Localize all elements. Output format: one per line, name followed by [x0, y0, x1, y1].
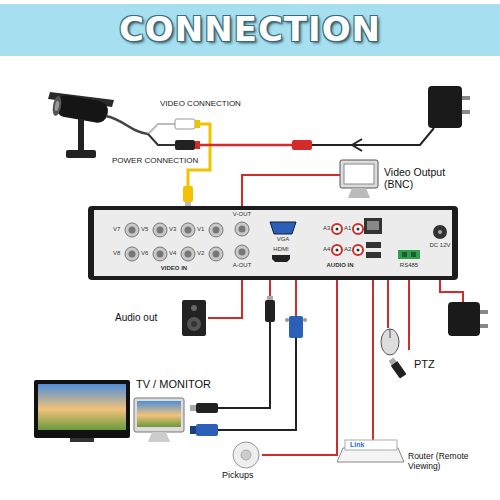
- power-plug: [292, 140, 312, 150]
- device-label: Audio out: [115, 312, 157, 324]
- port-label: VGA: [268, 236, 298, 243]
- power-adapter: [428, 86, 470, 128]
- port-label: RS485: [394, 262, 424, 269]
- usb-stick-icon: [388, 357, 407, 379]
- port-label: A-OUT: [227, 262, 257, 269]
- speaker-icon: [182, 300, 206, 336]
- port-label: DC 12V: [425, 242, 455, 249]
- monitor-icon: [340, 160, 378, 198]
- port-label: V-OUT: [227, 211, 257, 218]
- port-group-label: AUDIO IN: [310, 262, 370, 269]
- port-label: V6: [141, 250, 148, 257]
- device-label: Router (Remote Viewing): [408, 452, 496, 472]
- port-label: V7: [113, 226, 120, 233]
- video-output-wire: [242, 175, 340, 206]
- pickup-microphone: [233, 442, 259, 468]
- power-adapter: [448, 302, 488, 336]
- cable-note: POWER CONNECTION: [112, 156, 198, 165]
- port-label: V4: [169, 250, 176, 257]
- port-label: A1: [344, 225, 351, 232]
- video-cable: [188, 124, 210, 186]
- device-label: TV / MONITOR: [136, 378, 211, 391]
- port-group-label: VIDEO IN: [144, 265, 204, 272]
- port-label: A4: [323, 246, 330, 253]
- cable-note: VIDEO CONNECTION: [160, 99, 241, 108]
- power-splitter: [312, 128, 434, 151]
- vga-cable: [190, 316, 307, 436]
- mouse-icon: [381, 329, 399, 355]
- device-label: Video Output (BNC): [384, 166, 456, 190]
- dvr-rear-panel: [88, 206, 458, 280]
- port-label: A3: [323, 225, 330, 232]
- port-wires: [208, 280, 463, 455]
- port-label: V1: [197, 226, 204, 233]
- title-band: [0, 4, 500, 56]
- port-label: V3: [169, 226, 176, 233]
- device-label: PTZ: [414, 358, 435, 371]
- port-label: A2: [344, 246, 351, 253]
- router-icon: [337, 440, 404, 462]
- title-text: CONNECTION: [0, 9, 500, 49]
- port-label: V8: [113, 250, 120, 257]
- port-label: HDMI: [266, 246, 296, 253]
- device-label: Pickups: [222, 470, 254, 480]
- port-label: V2: [197, 250, 204, 257]
- power-cable: [200, 144, 292, 147]
- brand-mark: Link: [350, 441, 364, 449]
- rca-plug: [183, 186, 193, 202]
- port-label: V5: [141, 226, 148, 233]
- hdmi-cable: [190, 296, 275, 413]
